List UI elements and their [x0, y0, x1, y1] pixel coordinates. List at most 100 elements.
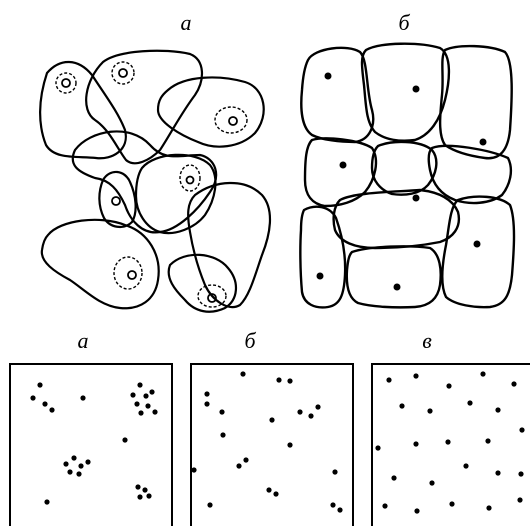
- dot: [518, 471, 523, 476]
- random-dots: [191, 371, 342, 512]
- nucleus: [112, 197, 120, 205]
- nucleus: [119, 69, 127, 77]
- dot: [414, 508, 419, 513]
- nucleus: [187, 177, 194, 184]
- dot: [308, 413, 313, 418]
- packed-cell-nuclei: [317, 73, 487, 291]
- dot: [220, 432, 225, 437]
- nucleus: [317, 273, 324, 280]
- nucleus-ring: [215, 107, 247, 133]
- dot: [391, 475, 396, 480]
- cell-outline: [188, 183, 270, 307]
- dot: [80, 395, 85, 400]
- uniform-dots: [375, 371, 524, 513]
- dot: [276, 377, 281, 382]
- dot: [297, 409, 302, 414]
- pattern-a-frame: [10, 364, 172, 526]
- dot: [413, 441, 418, 446]
- dot: [134, 401, 139, 406]
- dot: [122, 437, 127, 442]
- dot: [137, 494, 142, 499]
- nucleus: [325, 73, 332, 80]
- cell-outline: [86, 51, 202, 164]
- dot: [519, 427, 524, 432]
- dot: [219, 409, 224, 414]
- dot: [142, 487, 147, 492]
- dot: [287, 378, 292, 383]
- dot: [37, 382, 42, 387]
- dot: [386, 377, 391, 382]
- dot: [315, 404, 320, 409]
- cell-outline: [136, 155, 215, 233]
- dot: [517, 497, 522, 502]
- nucleus: [128, 271, 136, 279]
- cell-outline: [305, 138, 376, 206]
- dot: [138, 410, 143, 415]
- clustered-dots: [30, 382, 157, 504]
- dot: [446, 383, 451, 388]
- nucleus: [62, 79, 70, 87]
- dot: [137, 382, 142, 387]
- dot: [240, 371, 245, 376]
- dot: [85, 459, 90, 464]
- nucleus-ring: [180, 165, 200, 191]
- dot: [273, 491, 278, 496]
- dot: [243, 457, 248, 462]
- cell-outline: [347, 246, 441, 307]
- dot: [337, 507, 342, 512]
- dot: [511, 381, 516, 386]
- dot: [42, 401, 47, 406]
- dot: [485, 438, 490, 443]
- nucleus: [474, 241, 481, 248]
- dot: [49, 407, 54, 412]
- dot: [463, 463, 468, 468]
- dot: [44, 499, 49, 504]
- dot: [445, 439, 450, 444]
- dot: [63, 461, 68, 466]
- dot: [332, 469, 337, 474]
- nucleus: [340, 162, 347, 169]
- dot: [287, 442, 292, 447]
- cell-outline: [362, 44, 449, 141]
- cell-outline: [73, 131, 216, 232]
- packed-cells-diagram: [300, 44, 514, 308]
- dot: [152, 409, 157, 414]
- cell-outline: [158, 77, 264, 146]
- pattern-b-frame: [191, 364, 353, 526]
- cell-outline: [300, 207, 345, 308]
- nucleus: [480, 139, 487, 146]
- dot: [191, 467, 196, 472]
- dot: [236, 463, 241, 468]
- dot: [78, 463, 83, 468]
- dot: [375, 445, 380, 450]
- dot: [495, 470, 500, 475]
- cell-outline: [372, 142, 436, 195]
- dot: [146, 493, 151, 498]
- dot: [427, 408, 432, 413]
- dot: [413, 373, 418, 378]
- dot: [330, 502, 335, 507]
- nucleus-ring: [112, 62, 134, 84]
- nucleus: [229, 117, 237, 125]
- dot: [429, 480, 434, 485]
- dot: [67, 469, 72, 474]
- dot: [467, 400, 472, 405]
- cell-outline: [42, 220, 159, 308]
- dot: [382, 503, 387, 508]
- dot: [207, 502, 212, 507]
- dot: [480, 371, 485, 376]
- cell-outline: [334, 190, 459, 248]
- dot: [495, 407, 500, 412]
- dot: [145, 403, 150, 408]
- dot: [204, 391, 209, 396]
- dot: [130, 392, 135, 397]
- overlapping-cells-diagram: [40, 51, 270, 312]
- dot: [71, 455, 76, 460]
- dot: [135, 484, 140, 489]
- dot: [399, 403, 404, 408]
- dot: [149, 389, 154, 394]
- dot: [30, 395, 35, 400]
- dot: [266, 487, 271, 492]
- cell-outline: [442, 197, 514, 308]
